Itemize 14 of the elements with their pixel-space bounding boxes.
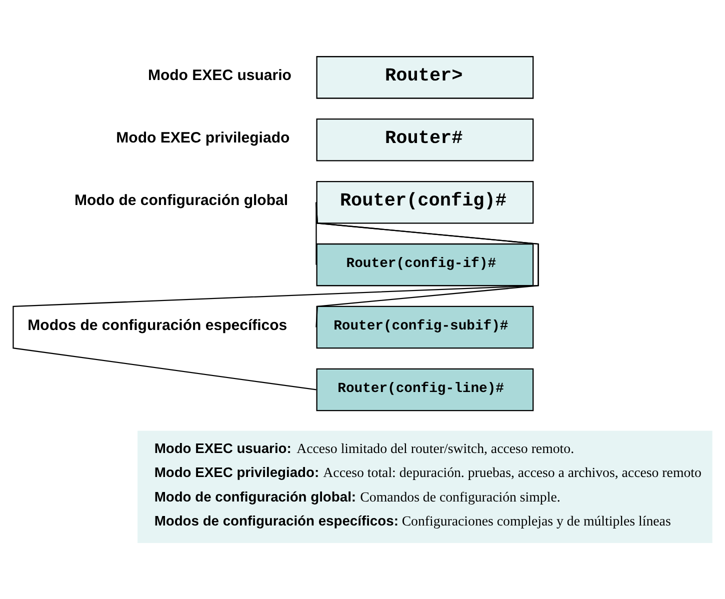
node-box: Modo EXEC usuario: Acceso limitado del router/switch, acceso remoto. Modo EXEC privilegiado: Acceso total: depuración. pruebas, acceso a archivos, acceso remoto Modo de configuración global: Comandos de configuración simple. Modos de configuración específicos: Configuraciones complejas y de múltiples líneas [138,430,712,543]
node-box: Router(config-if)# [316,243,534,286]
node-box: Router(config-subif)# [316,306,534,349]
connector [12,202,539,390]
node-label: Modo EXEC privilegiado [116,130,290,147]
connector [316,202,539,328]
node-box: Router> [316,56,534,99]
label: Modos de configuración específicos [28,317,288,334]
node-box: Router(config-line)# [316,368,534,412]
connector [316,202,317,265]
node-label: Modo de configuración global [74,192,288,210]
node-box: Router# [316,118,534,162]
node-box: Router(config)# [316,180,534,224]
node-label: Modo EXEC usuario [148,67,292,84]
